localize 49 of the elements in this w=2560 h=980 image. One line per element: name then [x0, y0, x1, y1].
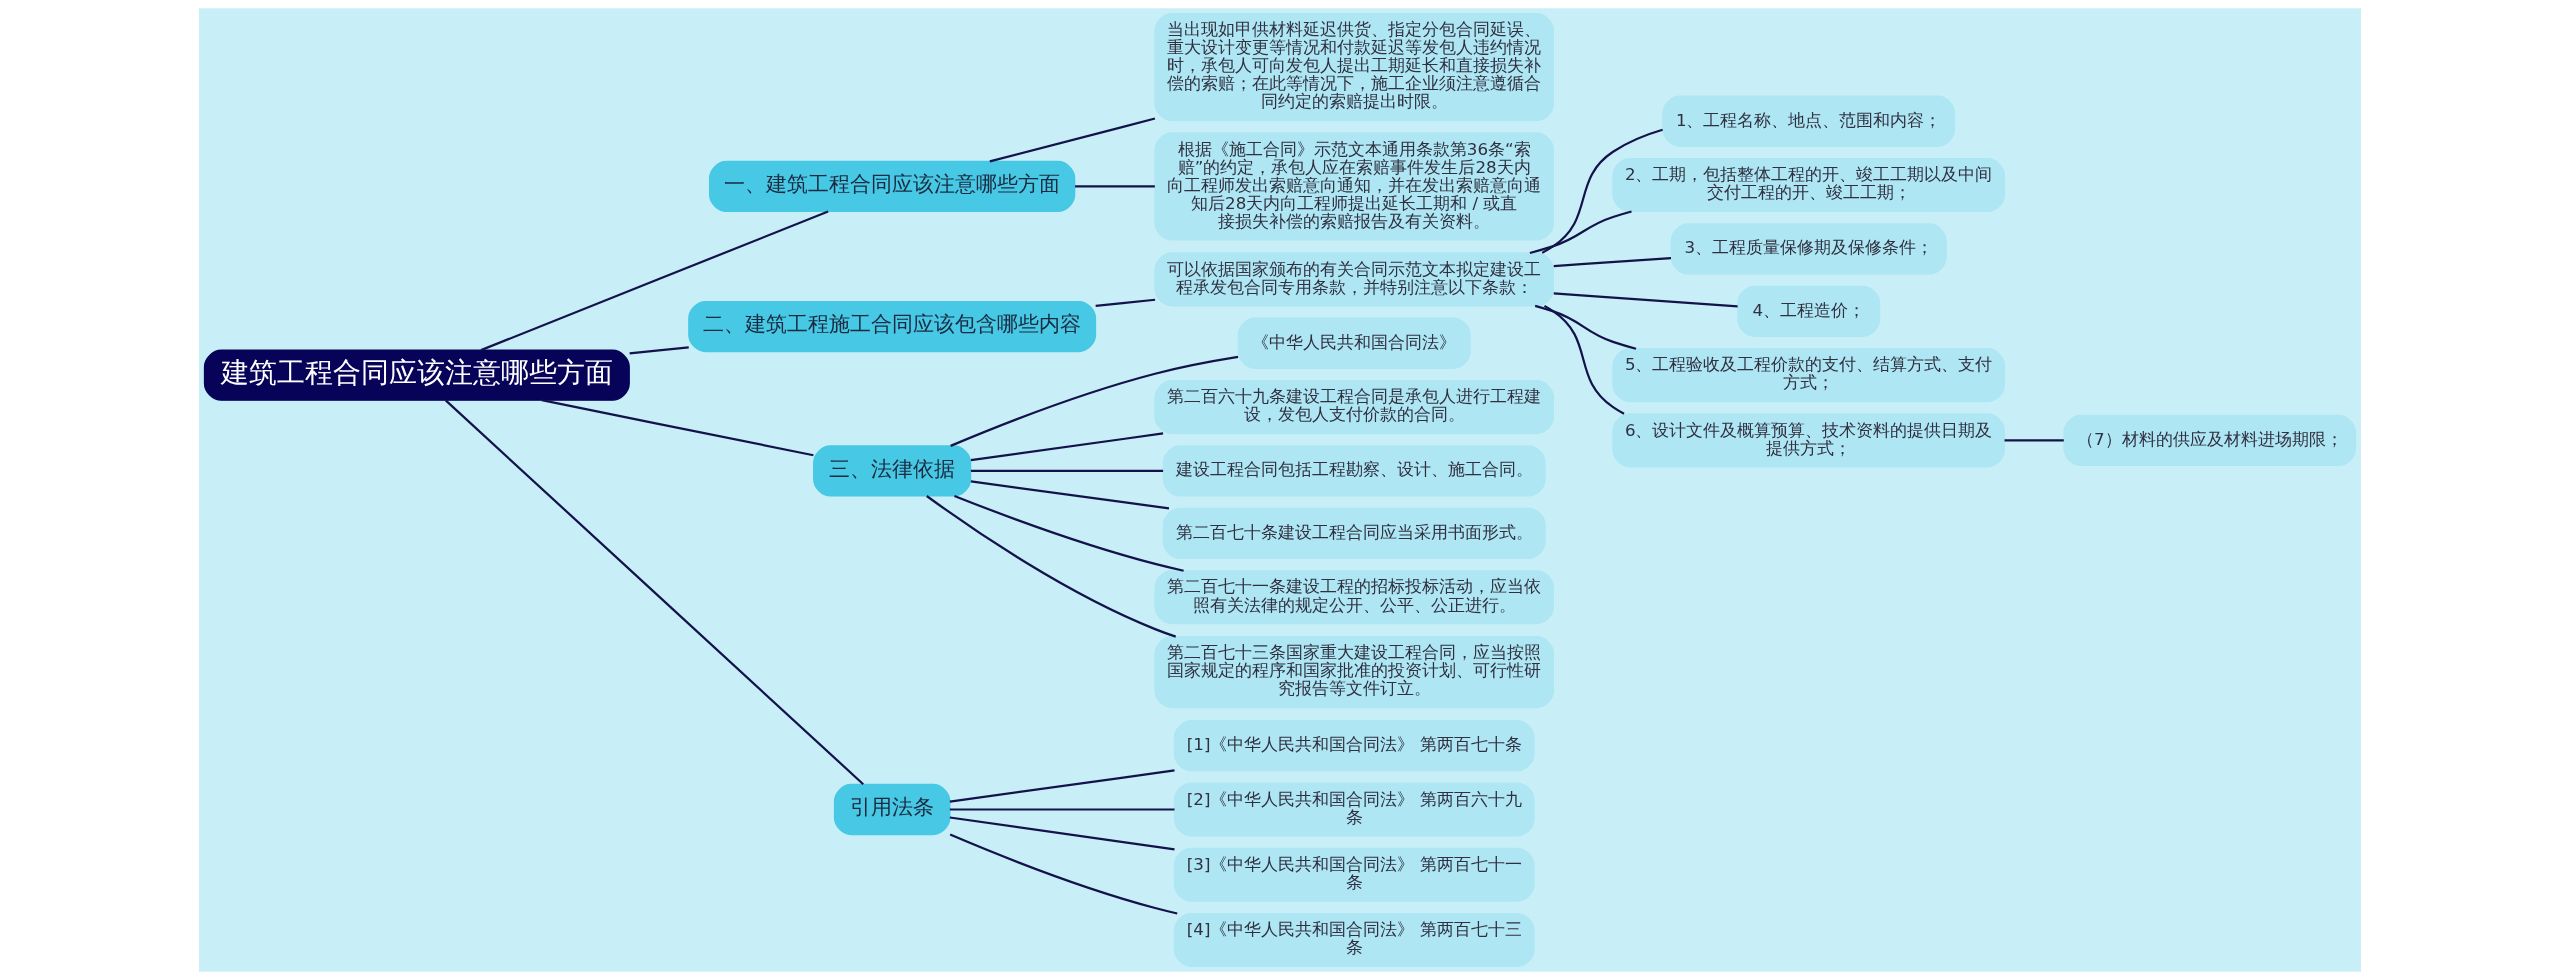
- node-box: 1、工程名称、地点、范围和内容；: [1662, 95, 1956, 147]
- connector: [970, 432, 1164, 462]
- node-box: 可以依据国家颁布的有关合同示范文本拟定建设工程承发包合同专用条款，并特别注意以下条款：: [1154, 252, 1555, 307]
- node-box: 3、工程质量保修期及保修条件；: [1670, 223, 1947, 275]
- connector: [1529, 210, 1632, 255]
- node-box: 建设工程合同包括工程勘察、设计、施工合同。: [1162, 445, 1546, 497]
- node-box: （7）材料的供应及材料进场期限；: [2063, 414, 2357, 467]
- connector: [1541, 128, 1663, 254]
- connector: [949, 833, 1178, 915]
- node-box: 第二百六十九条建设工程合同是承包人进行工程建设，发包人支付价款的合同。: [1154, 380, 1555, 435]
- node-box: 第二百七十三条国家重大建设工程合同，应当按照国家规定的程序和国家批准的投资计划、可行性研究报告等文件订立。: [1154, 636, 1555, 709]
- node-box: 二、建筑工程施工合同应该包含哪些内容: [688, 300, 1097, 353]
- connector: [949, 816, 1175, 851]
- connector: [970, 469, 1164, 473]
- connector: [970, 480, 1170, 510]
- connector: [1095, 298, 1156, 307]
- node-box: 6、设计文件及概算预算、技术资料的提供日期及提供方式；: [1612, 413, 2006, 468]
- connector: [1543, 304, 1625, 415]
- node-box: 根据《施工合同》示范文本通用条款第36条“索赔”的约定，承包人应在索赔事件发生后28天内向工程师发出索赔意向通知，并在发出索赔意向通知后28天内向工程师提出延长工期和 / 或直接损失补偿的索赔报告及有关资料。: [1154, 132, 1555, 241]
- connector: [480, 210, 829, 352]
- node-box: 三、法律依据: [813, 445, 972, 497]
- node-box: 4、工程造价；: [1737, 285, 1881, 337]
- connector: [444, 399, 864, 786]
- connector: [2004, 439, 2064, 442]
- connector: [541, 399, 814, 457]
- connector: [950, 355, 1239, 447]
- connector: [1534, 304, 1637, 350]
- node-box: 第二百七十条建设工程合同应当采用书面形式。: [1162, 507, 1546, 560]
- node-box: 一、建筑工程合同应该注意哪些方面: [708, 160, 1076, 213]
- connector: [989, 117, 1156, 163]
- node-box: 当出现如甲供材料延迟供货、指定分包合同延误、重大设计变更等情况和付款延迟等发包人违约情况时，承包人可向发包人提出工期延长和直接损失补偿的索赔；在此等情况下，施工企业须注意遵循合同约定的索赔提出时限。: [1154, 13, 1555, 122]
- connector: [949, 808, 1175, 811]
- node-box: 引用法条: [833, 783, 951, 836]
- connector: [1553, 292, 1738, 308]
- node-box: [4]《中华人民共和国合同法》 第两百七十三条: [1173, 912, 1535, 967]
- node-box: [3]《中华人民共和国合同法》 第两百七十一条: [1173, 847, 1535, 902]
- node-box: [1]《中华人民共和国合同法》 第两百七十条: [1173, 720, 1535, 772]
- connector: [629, 346, 689, 355]
- connector: [926, 495, 1177, 638]
- connector: [954, 494, 1184, 572]
- node-box: 2、工期，包括整体工程的开、竣工工期以及中间交付工程的开、竣工工期；: [1612, 158, 2006, 213]
- node-box: 建筑工程合同应该注意哪些方面: [203, 349, 630, 401]
- connector: [1075, 185, 1155, 188]
- connector: [1553, 257, 1672, 268]
- node-box: 第二百七十一条建设工程的招标投标活动，应当依照有关法律的规定公开、公平、公正进行。: [1154, 570, 1555, 625]
- node-box: 5、工程验收及工程价款的支付、结算方式、支付方式；: [1612, 348, 2006, 403]
- connector: [949, 769, 1175, 803]
- node-box: [2]《中华人民共和国合同法》 第两百六十九条: [1173, 782, 1535, 837]
- node-box: 《中华人民共和国合同法》: [1237, 317, 1471, 369]
